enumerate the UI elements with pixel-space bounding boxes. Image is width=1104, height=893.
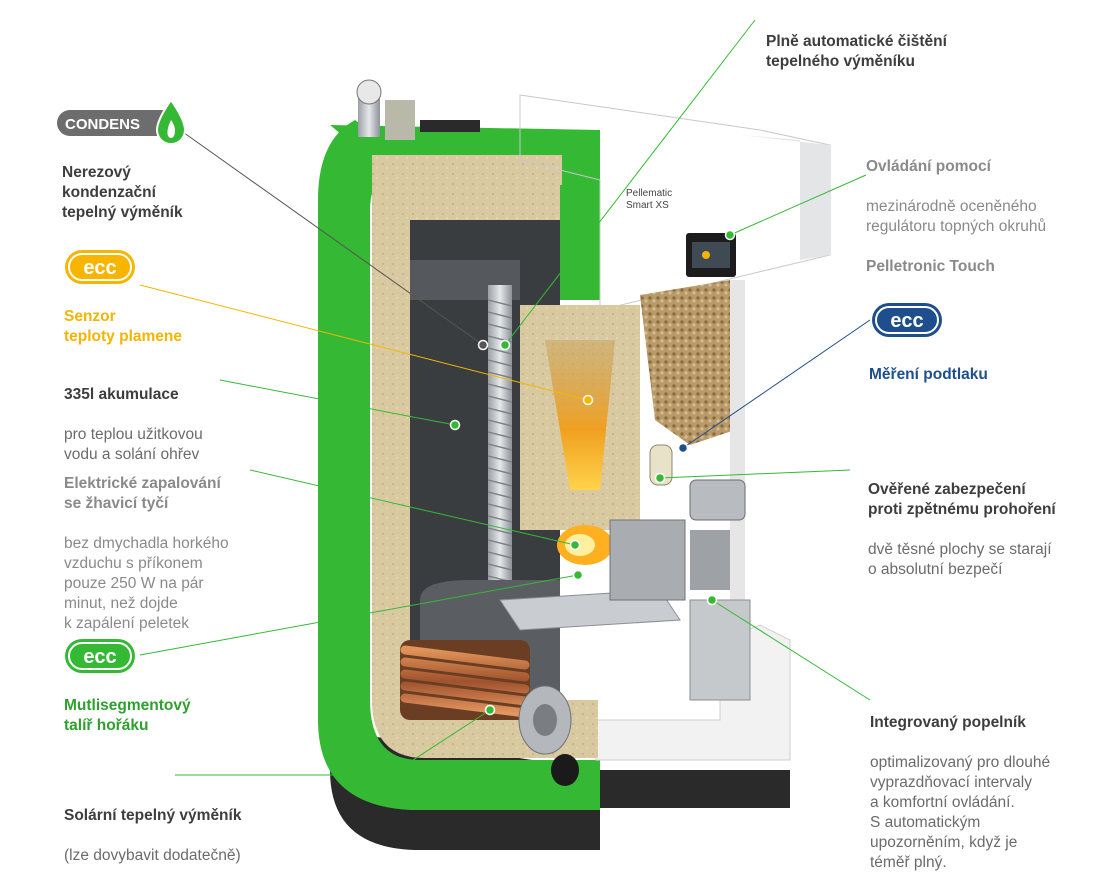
- diagram-stage: Pellematic Smart XS: [57, 12, 1056, 871]
- condens-logo: CONDENS: [57, 98, 187, 145]
- label-plate-title: Mutlisegmentový talíř hořáku: [64, 697, 191, 734]
- leader-control: [729, 174, 867, 236]
- flame-icon: [167, 120, 175, 138]
- dot-storage: [449, 419, 461, 431]
- label-cleaning-title: Plně automatické čištění tepelného výměn…: [766, 33, 947, 70]
- leader-backfire: [659, 469, 851, 479]
- dot-vacuum: [677, 442, 689, 454]
- label-storage-title: 335l akumulace: [64, 386, 179, 403]
- label-ash-title: Integrovaný popelník: [870, 714, 1026, 731]
- leader-storage: [219, 379, 456, 426]
- dot-plate: [572, 569, 584, 581]
- leader-cleaning: [504, 19, 756, 346]
- dot-backfire: [654, 472, 666, 484]
- label-ignition-title: Elektrické zapalování se žhavicí tyčí: [64, 475, 221, 512]
- dot-condens: [477, 339, 489, 351]
- label-vacuum-title: Měření podtlaku: [869, 366, 988, 383]
- label-ignition-desc: bez dmychadla horkého vzduchu s příkonem…: [64, 535, 229, 632]
- label-storage: 335l akumulace pro teplou užitkovou vodu…: [64, 365, 203, 485]
- label-cleaning: Plně automatické čištění tepelného výměn…: [766, 12, 947, 92]
- label-ignition: Elektrické zapalování se žhavicí tyčí be…: [64, 454, 229, 654]
- boiler-illustration: Pellematic Smart XS: [318, 79, 831, 850]
- label-vacuum: Měření podtlaku: [869, 345, 988, 405]
- label-ash-desc: optimalizovaný pro dlouhé vyprazdňovací …: [870, 754, 1051, 871]
- leader-vacuum: [682, 319, 871, 449]
- dot-cleaning: [499, 339, 511, 351]
- label-ash: Integrovaný popelník optimalizovaný pro …: [870, 693, 1050, 893]
- model-line1: Pellematic: [626, 188, 672, 199]
- label-storage-desc: pro teplou užitkovou vodu a solání ohřev: [64, 426, 203, 463]
- label-control-desc: mezinárodně oceněného regulátoru topných…: [866, 198, 1047, 235]
- label-control-prefix: Ovládání pomocí: [866, 158, 991, 175]
- leader-ash: [711, 599, 871, 701]
- label-sensor: Senzor teploty plamene: [64, 287, 182, 367]
- label-control: Ovládání pomocí mezinárodně oceněného re…: [866, 137, 1046, 297]
- label-control-name: Pelletronic Touch: [866, 258, 995, 275]
- label-backfire-title: Ověřené zabezpečení proti zpětnému proho…: [868, 481, 1056, 518]
- leader-sensor: [139, 284, 589, 401]
- label-backfire-desc: dvě těsné plochy se starají o absolutní …: [868, 541, 1052, 578]
- condens-logo-text: CONDENS: [65, 116, 140, 133]
- label-solar: Solární tepelný výměník (lze dovybavit d…: [64, 786, 241, 886]
- dot-ash: [706, 594, 718, 606]
- leader-condens: [179, 129, 484, 346]
- dot-control: [724, 229, 736, 241]
- leader-ignition: [249, 469, 576, 546]
- leader-lines: [139, 19, 871, 776]
- label-condens: Nerezový kondenzační tepelný výměník: [62, 143, 183, 243]
- leader-solar: [175, 709, 491, 776]
- ecc-logo-blue-text: ecc: [890, 310, 923, 332]
- dot-solar: [484, 704, 496, 716]
- ecc-logo-green: ecc: [65, 639, 135, 673]
- ecc-logo-green-text: ecc: [83, 646, 116, 668]
- model-line2: Smart XS: [626, 200, 669, 211]
- label-solar-desc: (lze dovybavit dodatečně): [64, 847, 241, 864]
- leader-plate: [139, 574, 579, 656]
- ecc-logo-yellow-text: ecc: [83, 257, 116, 279]
- dot-ignition: [569, 539, 581, 551]
- label-condens-title: Nerezový kondenzační tepelný výměník: [62, 164, 183, 221]
- dot-sensor: [582, 394, 594, 406]
- label-plate: Mutlisegmentový talíř hořáku: [64, 676, 191, 756]
- ecc-logo-yellow: ecc: [65, 250, 135, 284]
- label-solar-title: Solární tepelný výměník: [64, 807, 242, 824]
- ecc-logo-blue: ecc: [872, 303, 942, 337]
- label-sensor-title: Senzor teploty plamene: [64, 308, 182, 345]
- label-backfire: Ověřené zabezpečení proti zpětnému proho…: [868, 460, 1056, 600]
